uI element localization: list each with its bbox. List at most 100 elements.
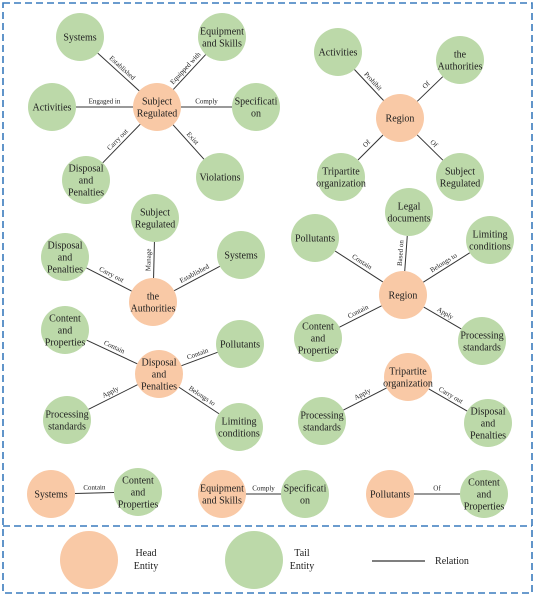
tail-entity-systems-label: Systems	[224, 251, 257, 262]
tail-entity-tripartite-organization-circle	[317, 153, 365, 201]
head-entity-pollutants: Pollutants	[366, 470, 414, 518]
relation-0-carry-out-4-label: Carry out	[105, 127, 129, 152]
relation-0-comply-3-label: Comply	[195, 98, 218, 106]
tail-entity-violations-label: Violations	[199, 173, 240, 184]
tail-entity-limiting-conditions-circle	[466, 216, 514, 264]
head-entity-region: Region	[376, 94, 424, 142]
tail-entity-processing-standards-circle	[43, 396, 91, 444]
tail-entity-content-and-properties-circle	[294, 314, 342, 362]
relation-5-carry-out-1-label: Carry out	[437, 385, 464, 405]
head-entity-disposal-and-penalties-circle	[135, 350, 183, 398]
relation-3-belongs-to-2-line	[423, 252, 470, 283]
relation-4-apply-2-line	[88, 384, 138, 410]
relation-0-exist-5-label: Exist	[185, 130, 201, 146]
tail-entity-systems-circle	[217, 231, 265, 279]
tail-entity-systems: Systems	[56, 13, 104, 61]
relation-2-manage-0-line	[153, 241, 155, 279]
head-entity-region-label: Region	[389, 291, 418, 302]
tail-entity-pollutants: Pollutants	[216, 320, 264, 368]
head-entity-pollutants-label: Pollutants	[370, 490, 410, 501]
tail-entity-processing-standards-circle	[458, 317, 506, 365]
relation-2-manage-0-label: Manage	[144, 249, 153, 272]
tail-entity-activities: Activities	[314, 28, 362, 76]
relation-4-contain-1-line	[181, 351, 218, 367]
head-entity-pollutants-circle	[366, 470, 414, 518]
head-entity-region: Region	[379, 271, 427, 319]
head-entity-region-circle	[376, 94, 424, 142]
relation-2-carry-out-1-label: Carry out	[98, 265, 125, 284]
tail-entity-activities-circle	[28, 83, 76, 131]
relation-2-carry-out-1-line	[86, 267, 132, 292]
tail-entity-subject-regulated-circle	[131, 194, 179, 242]
relation-4-apply-2-label: Apply	[101, 384, 121, 399]
tail-entity-systems-label: Systems	[63, 33, 96, 44]
relation-1-of-2-line	[357, 134, 384, 161]
relation-1-of-3-label: Of	[428, 138, 439, 149]
relation-3-based-on-0-line	[404, 235, 408, 272]
head-entity-equipment-and-skills-circle	[198, 470, 246, 518]
tail-entity-specification-circle	[281, 470, 329, 518]
relation-1-of-3-line	[416, 134, 444, 161]
relation-1-prohibit-0-line	[354, 69, 384, 101]
relation-1-of-2-label: Of	[361, 138, 372, 149]
tail-entity-specification-circle	[232, 83, 280, 131]
tail-entity-violations-circle	[196, 153, 244, 201]
relation-3-contain-3-line	[339, 305, 382, 328]
relation-0-engaged-in-2-label: Engaged in	[89, 98, 121, 106]
relation-3-based-on-0-label: Based on	[396, 239, 406, 266]
head-entity-systems-label: Systems	[34, 490, 67, 501]
tail-entity-activities-circle	[314, 28, 362, 76]
legend-relation-label: Relation	[435, 556, 469, 567]
tail-entity-content-and-properties-circle	[460, 470, 508, 518]
head-entity-systems: Systems	[27, 470, 75, 518]
relation-0-established-0-line	[97, 52, 140, 92]
tail-entity-disposal-and-penalties-circle	[464, 399, 512, 447]
head-entity-systems-circle	[27, 470, 75, 518]
tail-entity-processing-standards-circle	[298, 397, 346, 445]
tail-entity-activities-label: Activities	[33, 103, 72, 114]
relation-5-apply-0-label: Apply	[353, 386, 373, 401]
tail-entity-legal-documents-circle	[385, 188, 433, 236]
tail-entity-systems-circle	[56, 13, 104, 61]
relation-7-comply-0-label: Comply	[252, 485, 275, 493]
tail-entity-violations: Violations	[196, 153, 244, 201]
relation-4-belongs-to-3-line	[178, 386, 220, 415]
legend-head-swatch	[60, 531, 118, 589]
